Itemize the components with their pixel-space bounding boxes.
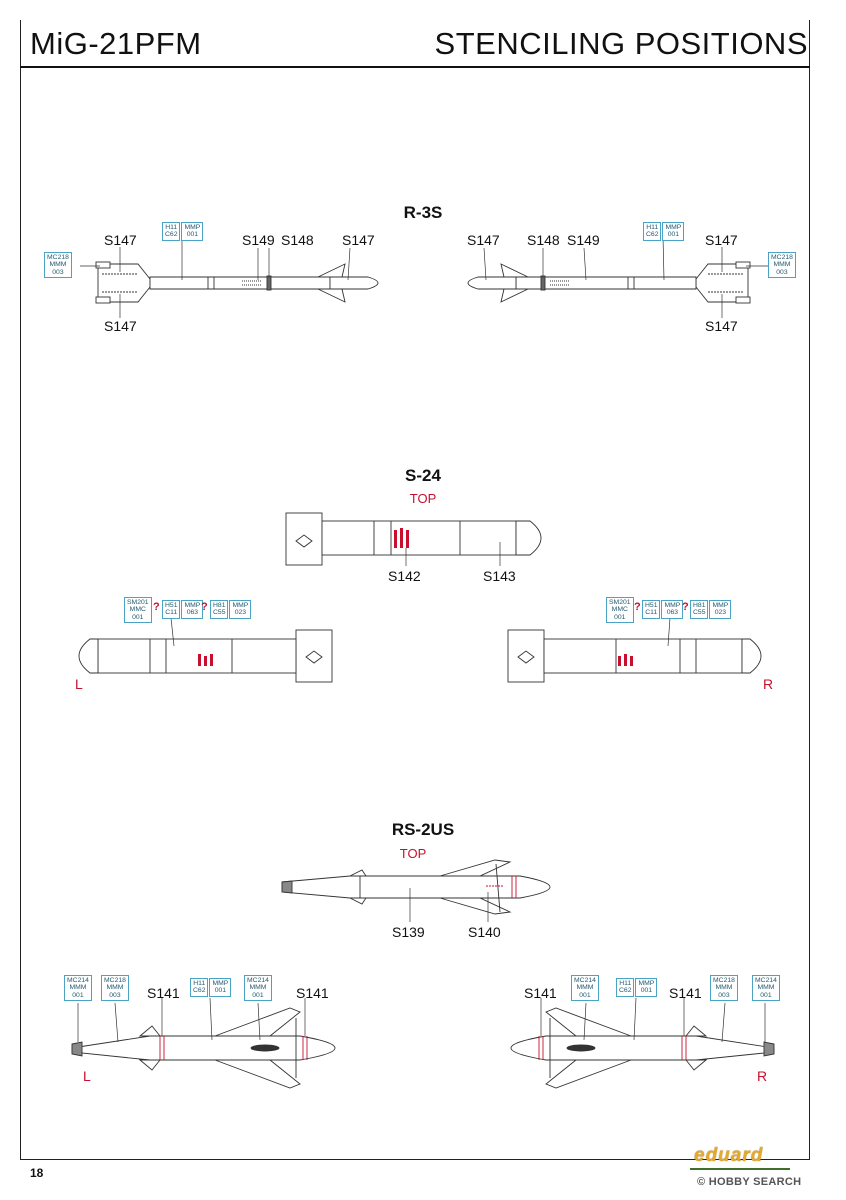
label-s141: S141 xyxy=(524,985,557,1001)
question-mark: ? xyxy=(153,601,160,613)
s24-left-drawing xyxy=(78,629,333,683)
rs2us-top-drawing xyxy=(281,859,551,915)
label-s147: S147 xyxy=(705,318,738,334)
rs2us-right-drawing xyxy=(510,1007,775,1089)
left-side-label-rs2us: L xyxy=(83,1068,91,1084)
logo-underline xyxy=(690,1168,790,1170)
section-title-s24: S-24 xyxy=(405,466,441,485)
label-s147: S147 xyxy=(705,232,738,248)
label-s148: S148 xyxy=(281,232,314,248)
header-divider xyxy=(20,66,810,68)
label-s139: S139 xyxy=(392,924,425,940)
right-side-label-rs2us: R xyxy=(757,1068,768,1084)
watermark: © HOBBY SEARCH xyxy=(697,1176,802,1188)
red-stencil-marks xyxy=(198,528,633,666)
aircraft-model: MiG-21PFM xyxy=(30,26,202,61)
label-s147: S147 xyxy=(104,232,137,248)
label-s141: S141 xyxy=(669,985,702,1001)
rs2us-left-drawing xyxy=(71,1007,336,1089)
top-view-label-s24: TOP xyxy=(409,491,437,506)
label-s141: S141 xyxy=(147,985,180,1001)
left-side-label-s24: L xyxy=(75,676,83,692)
label-s140: S140 xyxy=(468,924,501,940)
label-s147: S147 xyxy=(342,232,375,248)
label-s149: S149 xyxy=(242,232,275,248)
question-mark: ? xyxy=(201,601,208,613)
r3s-left-drawing xyxy=(95,261,379,304)
eduard-logo: eduard xyxy=(694,1145,764,1166)
question-mark: ? xyxy=(682,601,689,613)
page-frame xyxy=(20,20,810,1160)
label-s141: S141 xyxy=(296,985,329,1001)
leader-lines xyxy=(77,235,768,1043)
section-title-r3s: R-3S xyxy=(403,203,443,222)
s24-right-drawing xyxy=(507,629,762,683)
label-s142: S142 xyxy=(388,568,421,584)
label-s149: S149 xyxy=(567,232,600,248)
label-s148: S148 xyxy=(527,232,560,248)
s24-top-drawing xyxy=(285,512,542,566)
right-side-label-s24: R xyxy=(763,676,774,692)
top-view-label-rs2us: TOP xyxy=(399,846,427,861)
r3s-right-drawing xyxy=(467,261,751,304)
page-title: STENCILING POSITIONS xyxy=(434,26,808,61)
section-title-rs2us: RS-2US xyxy=(391,820,455,839)
page-number: 18 xyxy=(30,1166,44,1180)
label-s147: S147 xyxy=(104,318,137,334)
question-mark: ? xyxy=(634,601,641,613)
label-s143: S143 xyxy=(483,568,516,584)
label-s147: S147 xyxy=(467,232,500,248)
